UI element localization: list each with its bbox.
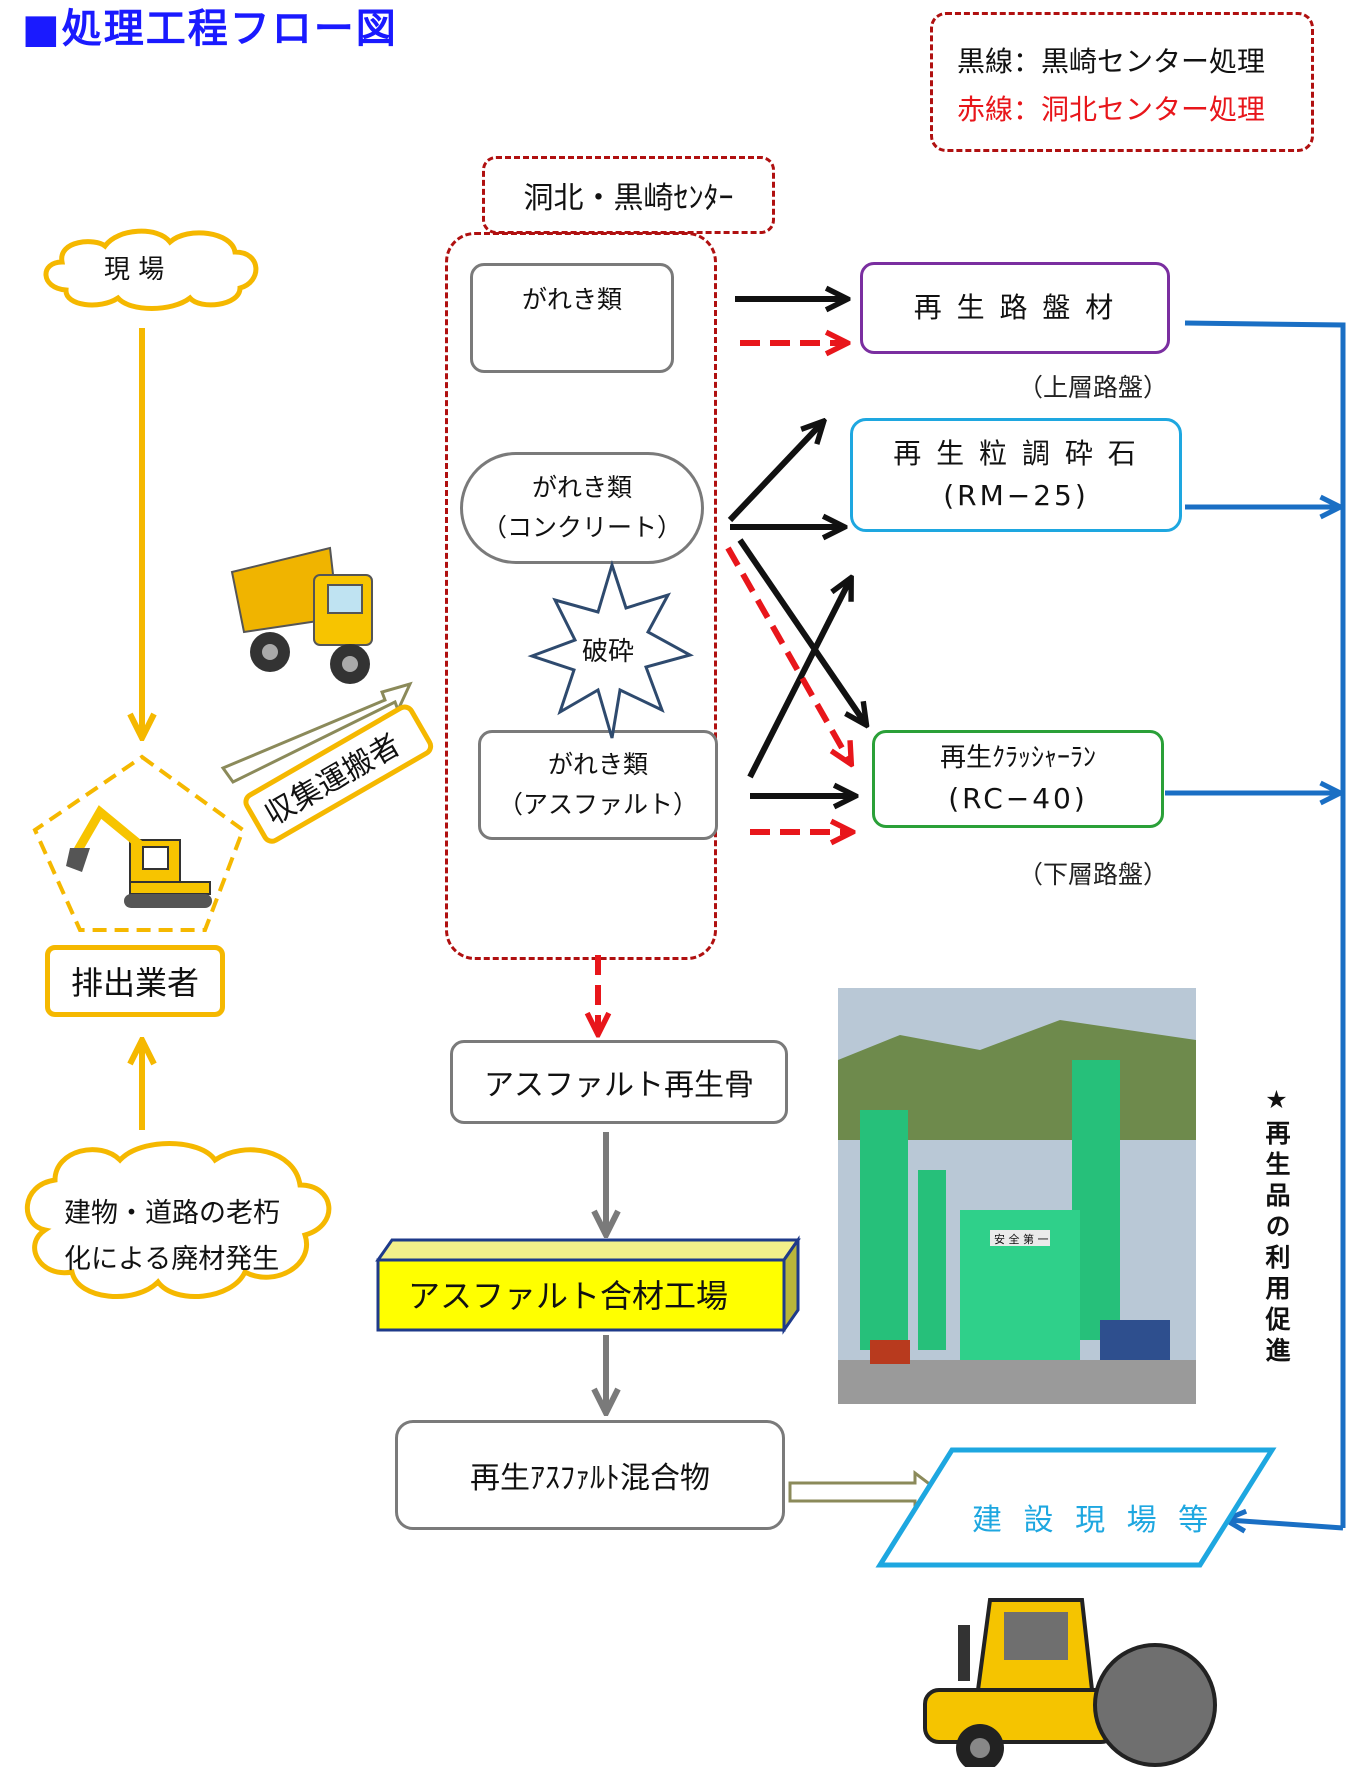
legend-black-line: 黒線：黒崎センター処理: [957, 45, 1266, 78]
crush-label: 破砕: [582, 637, 634, 667]
arrow-concrete-rc40: [737, 538, 865, 723]
construction-site-box: [875, 1447, 1277, 1568]
discharger-box: 排出業者: [45, 945, 225, 1017]
source-cloud: [24, 1141, 332, 1299]
asphalt-label-1: がれき類: [547, 750, 648, 779]
rubble-box: がれき類: [470, 263, 674, 373]
black-arrows: [727, 299, 865, 796]
site-label: 現 場: [104, 255, 164, 285]
blue-main-line: [1184, 320, 1346, 1528]
center-container: [445, 232, 717, 960]
crush-burst: [527, 559, 694, 739]
blue-lines: [1165, 320, 1346, 1528]
recycled-asphalt-mixture-label: 再生ｱｽﾌｧﾙﾄ混合物: [470, 1461, 710, 1496]
asphalt-rubble-box: がれき類 （アスファルト）: [478, 730, 718, 840]
arrow-asphalt-rm25: [747, 580, 850, 779]
construction-site-label: 建 設 現 場 等: [972, 1503, 1214, 1538]
discharger-label: 排出業者: [70, 964, 199, 1002]
rubble-label: がれき類: [521, 285, 622, 314]
road-roller-icon: [923, 1598, 1217, 1767]
asphalt-aggregate-box: アスファルト再生骨: [450, 1040, 788, 1124]
asphalt-label-2: （アスファルト）: [497, 790, 698, 819]
rm25-label-1: 再 生 粒 調 砕 石: [893, 437, 1139, 470]
asphalt-plant-box: [375, 1235, 801, 1335]
upper-layer-note: （上層路盤）: [1018, 373, 1169, 402]
excavator-icon: [66, 805, 212, 908]
red-arrow-concrete-rc40: [725, 546, 850, 762]
asphalt-plant-photo: 安 全 第 一: [838, 988, 1196, 1404]
blue-arrow-destination: [1228, 1520, 1344, 1528]
source-label-2: 化による廃材発生: [64, 1244, 279, 1275]
lower-layer-note: （下層路盤）: [1018, 860, 1169, 889]
rc40-box: 再生ｸﾗｯｼｬｰﾗﾝ (RC−40): [872, 730, 1164, 828]
roadbed-label: 再 生 路 盤 材: [913, 291, 1117, 324]
rm25-label-2: (RM−25): [943, 479, 1089, 512]
rc40-label-1: 再生ｸﾗｯｼｬｰﾗﾝ: [939, 742, 1096, 773]
recycled-asphalt-mixture-box: 再生ｱｽﾌｧﾙﾄ混合物: [395, 1420, 785, 1530]
page-title: ■処理工程フロー図: [22, 6, 398, 52]
dump-truck-icon: [230, 546, 373, 684]
asphalt-aggregate-label: アスファルト再生骨: [484, 1068, 754, 1103]
legend-box: [930, 12, 1314, 152]
arrow-concrete-rm25-up: [727, 423, 822, 523]
rc40-label-2: (RC−40): [948, 781, 1088, 815]
rm25-box: 再 生 粒 調 砕 石 (RM−25): [850, 418, 1182, 532]
concrete-label-2: （コンクリート）: [481, 513, 682, 542]
recycled-product-promotion: ★再生品の利用促進: [1262, 1085, 1291, 1368]
site-cloud: [43, 228, 259, 311]
transport-hollow-arrow: [220, 681, 413, 784]
concrete-label-1: がれき類: [531, 473, 632, 502]
red-arrows: [598, 343, 850, 1032]
asphalt-plant-label: アスファルト合材工場: [408, 1277, 728, 1315]
source-label-1: 建物・道路の老朽: [64, 1198, 280, 1229]
concrete-rubble-box: がれき類 （コンクリート）: [460, 452, 704, 564]
plant-safety-sign: 安 全 第 一: [994, 1232, 1049, 1246]
recycled-roadbed-box: 再 生 路 盤 材: [860, 262, 1170, 354]
legend-red-line: 赤線：洞北センター処理: [957, 93, 1266, 126]
